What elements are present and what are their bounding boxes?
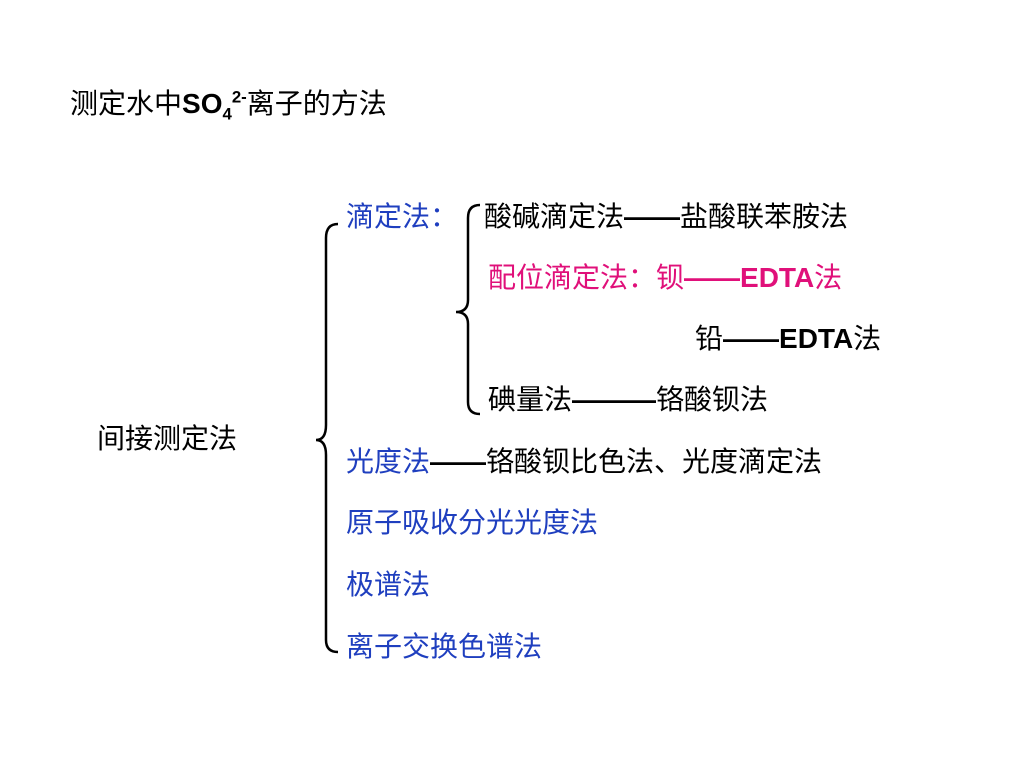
page-title: 测定水中SO42-离子的方法 <box>70 87 387 124</box>
acid-base-titration-line: 酸碱滴定法——盐酸联苯胺法 <box>484 200 849 233</box>
title-prefix: 测定水中 <box>70 87 183 120</box>
inner-brace <box>455 203 481 416</box>
complexometric-titration-line: 配位滴定法：钡——EDTA法 <box>488 261 843 294</box>
lead-edta-line: 铅——EDTA法 <box>695 322 882 355</box>
title-formula: SO42- <box>182 87 247 124</box>
method-item-ion-chromatography: 离子交换色谱法 <box>346 630 543 663</box>
iodometry-line: 碘量法———铬酸钡法 <box>488 383 769 416</box>
outer-brace <box>315 222 339 654</box>
titration-label: 滴定法： <box>346 200 459 233</box>
photometric-line: 光度法——铬酸钡比色法、光度滴定法 <box>346 445 823 478</box>
title-suffix: 离子的方法 <box>246 87 387 120</box>
method-item-polarography: 极谱法 <box>346 568 431 601</box>
indirect-method-label: 间接测定法 <box>97 422 238 455</box>
method-item-aas: 原子吸收分光光度法 <box>346 506 599 539</box>
